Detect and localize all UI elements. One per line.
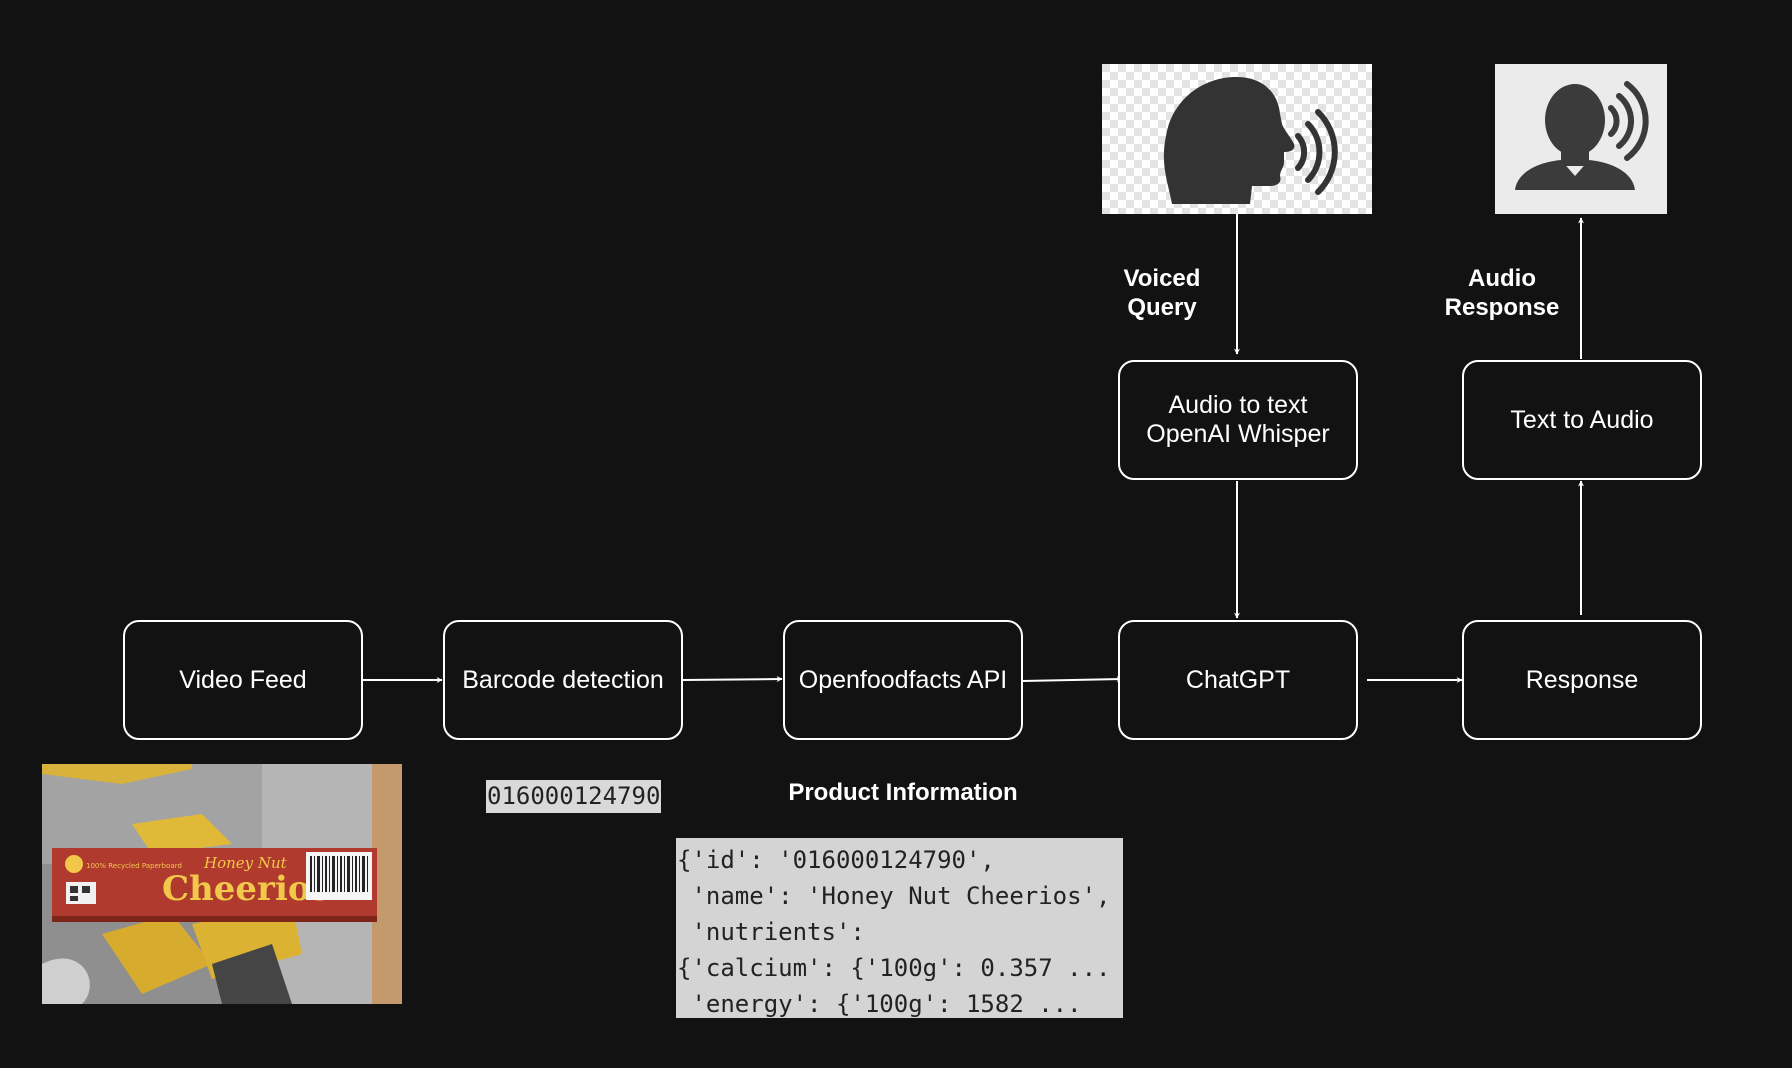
node-video-feed-label: Video Feed [179, 665, 307, 694]
photo-brand-main: Cheerios [162, 869, 330, 909]
node-audio-to-text: Audio to text OpenAI Whisper [1118, 360, 1358, 480]
node-video-feed: Video Feed [123, 620, 363, 740]
edge-label-audio-response-line2: Response [1444, 294, 1560, 321]
node-openfoodfacts-api-label: Openfoodfacts API [798, 665, 1008, 694]
node-response: Response [1462, 620, 1702, 740]
json-line: 'nutrients': [677, 918, 865, 946]
photo-brand-top: Honey Nut [203, 854, 288, 872]
product-information-title: Product Information [788, 779, 1018, 806]
arrow-barcode-to-api [682, 676, 783, 683]
arrow-api-to-chatgpt [1022, 676, 1123, 683]
node-text-to-audio: Text to Audio [1462, 360, 1702, 480]
json-line: 'energy': {'100g': 1582 ... [677, 990, 1082, 1018]
barcode-value: 016000124790 [486, 780, 662, 813]
node-audio-to-text-line1: Audio to text [1168, 391, 1308, 419]
node-openfoodfacts-api: Openfoodfacts API [783, 620, 1023, 740]
json-line: {'calcium': {'100g': 0.357 ... [677, 954, 1111, 982]
node-barcode-detection: Barcode detection [443, 620, 683, 740]
edge-label-voiced-query-line2: Query [1127, 294, 1197, 321]
node-barcode-detection-label: Barcode detection [462, 665, 664, 694]
edge-label-audio-response: Audio Response [1432, 264, 1572, 322]
photo-badge-text: 100% Recycled Paperboard [86, 862, 182, 870]
node-chatgpt: ChatGPT [1118, 620, 1358, 740]
speaking-head-icon [1102, 64, 1372, 214]
person-speaker-icon [1495, 64, 1667, 214]
node-audio-to-text-line2: OpenAI Whisper [1146, 420, 1330, 448]
edge-label-audio-response-line1: Audio [1468, 265, 1536, 292]
video-frame-photo: 100% Recycled Paperboard Honey Nut Cheer… [42, 764, 402, 1004]
edge-label-voiced-query-line1: Voiced [1123, 265, 1201, 292]
json-line: {'id': '016000124790', [677, 846, 995, 874]
product-information-json: {'id': '016000124790', 'name': 'Honey Nu… [676, 838, 1123, 1018]
node-chatgpt-label: ChatGPT [1185, 665, 1291, 694]
node-text-to-audio-label: Text to Audio [1510, 405, 1654, 434]
node-response-label: Response [1525, 665, 1639, 694]
json-line: 'name': 'Honey Nut Cheerios', [677, 882, 1111, 910]
edge-label-voiced-query: Voiced Query [1092, 264, 1232, 322]
